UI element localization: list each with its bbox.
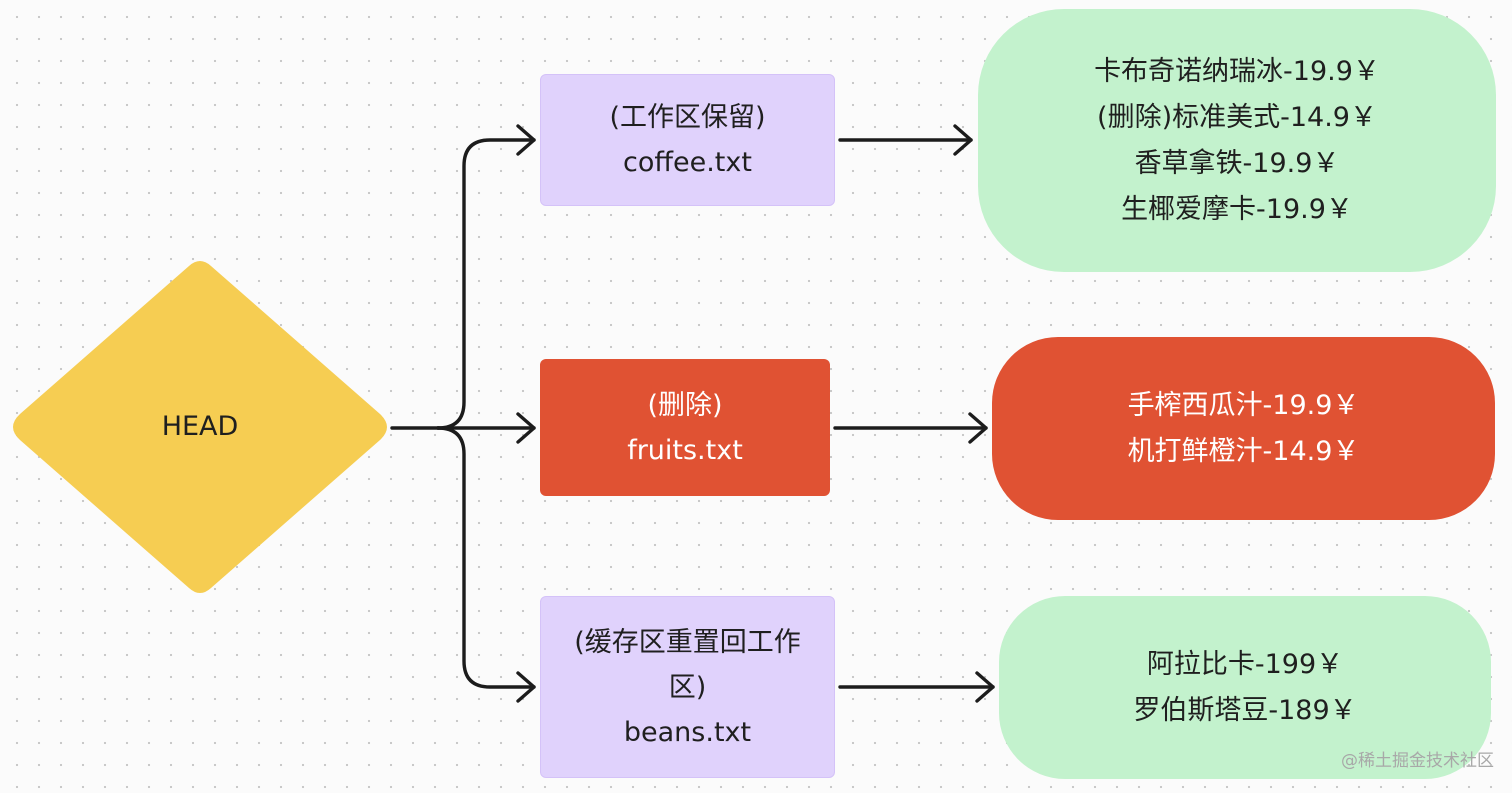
contents-beans: 阿拉比卡-199￥ 罗伯斯塔豆-189￥ (999, 596, 1491, 779)
file-box-fruits: (删除) fruits.txt (540, 359, 830, 496)
file-box-coffee: (工作区保留) coffee.txt (540, 74, 835, 206)
contents-fruits: 手榨西瓜汁-19.9￥ 机打鲜橙汁-14.9￥ (992, 337, 1495, 520)
content-line: 阿拉比卡-199￥ (1146, 648, 1344, 680)
arrow-head-to-beans (436, 426, 536, 689)
contents-coffee: 卡布奇诺纳瑞冰-19.9￥ (删除)标准美式-14.9￥ 香草拿铁-19.9￥ … (978, 9, 1496, 272)
file-status-line: (删除) (647, 389, 723, 421)
arrow-head-to-coffee (436, 138, 536, 430)
arrowhead-fruits (516, 412, 536, 444)
file-status-line: 区) (668, 671, 707, 703)
arrowhead-coffee (516, 124, 536, 156)
file-name: coffee.txt (623, 147, 752, 178)
file-status-line: (缓存区重置回工作 (574, 626, 801, 658)
arrowhead-beans (516, 671, 536, 703)
content-line: 罗伯斯塔豆-189￥ (1133, 694, 1357, 726)
content-line: 手榨西瓜汁-19.9￥ (1127, 389, 1360, 421)
file-name: beans.txt (623, 716, 752, 748)
file-box-beans: (缓存区重置回工作 区) beans.txt (540, 596, 835, 778)
file-status-line: (工作区保留) (609, 102, 766, 133)
head-label: HEAD (161, 411, 239, 442)
head-diamond (13, 261, 387, 593)
content-line: (删除)标准美式-14.9￥ (1097, 101, 1377, 133)
arrowhead-coffee-contents (953, 124, 973, 156)
arrowhead-fruits-contents (968, 412, 988, 444)
file-name: fruits.txt (627, 434, 743, 466)
head-diamond-shape (13, 261, 387, 593)
content-line: 卡布奇诺纳瑞冰-19.9￥ (1094, 55, 1380, 87)
content-line: 机打鲜橙汁-14.9￥ (1127, 435, 1360, 467)
content-line: 生椰爱摩卡-19.9￥ (1121, 193, 1353, 225)
arrowhead-beans-contents (975, 671, 995, 703)
content-line: 香草拿铁-19.9￥ (1134, 147, 1340, 179)
watermark: @稀土掘金技术社区 (1341, 751, 1494, 771)
